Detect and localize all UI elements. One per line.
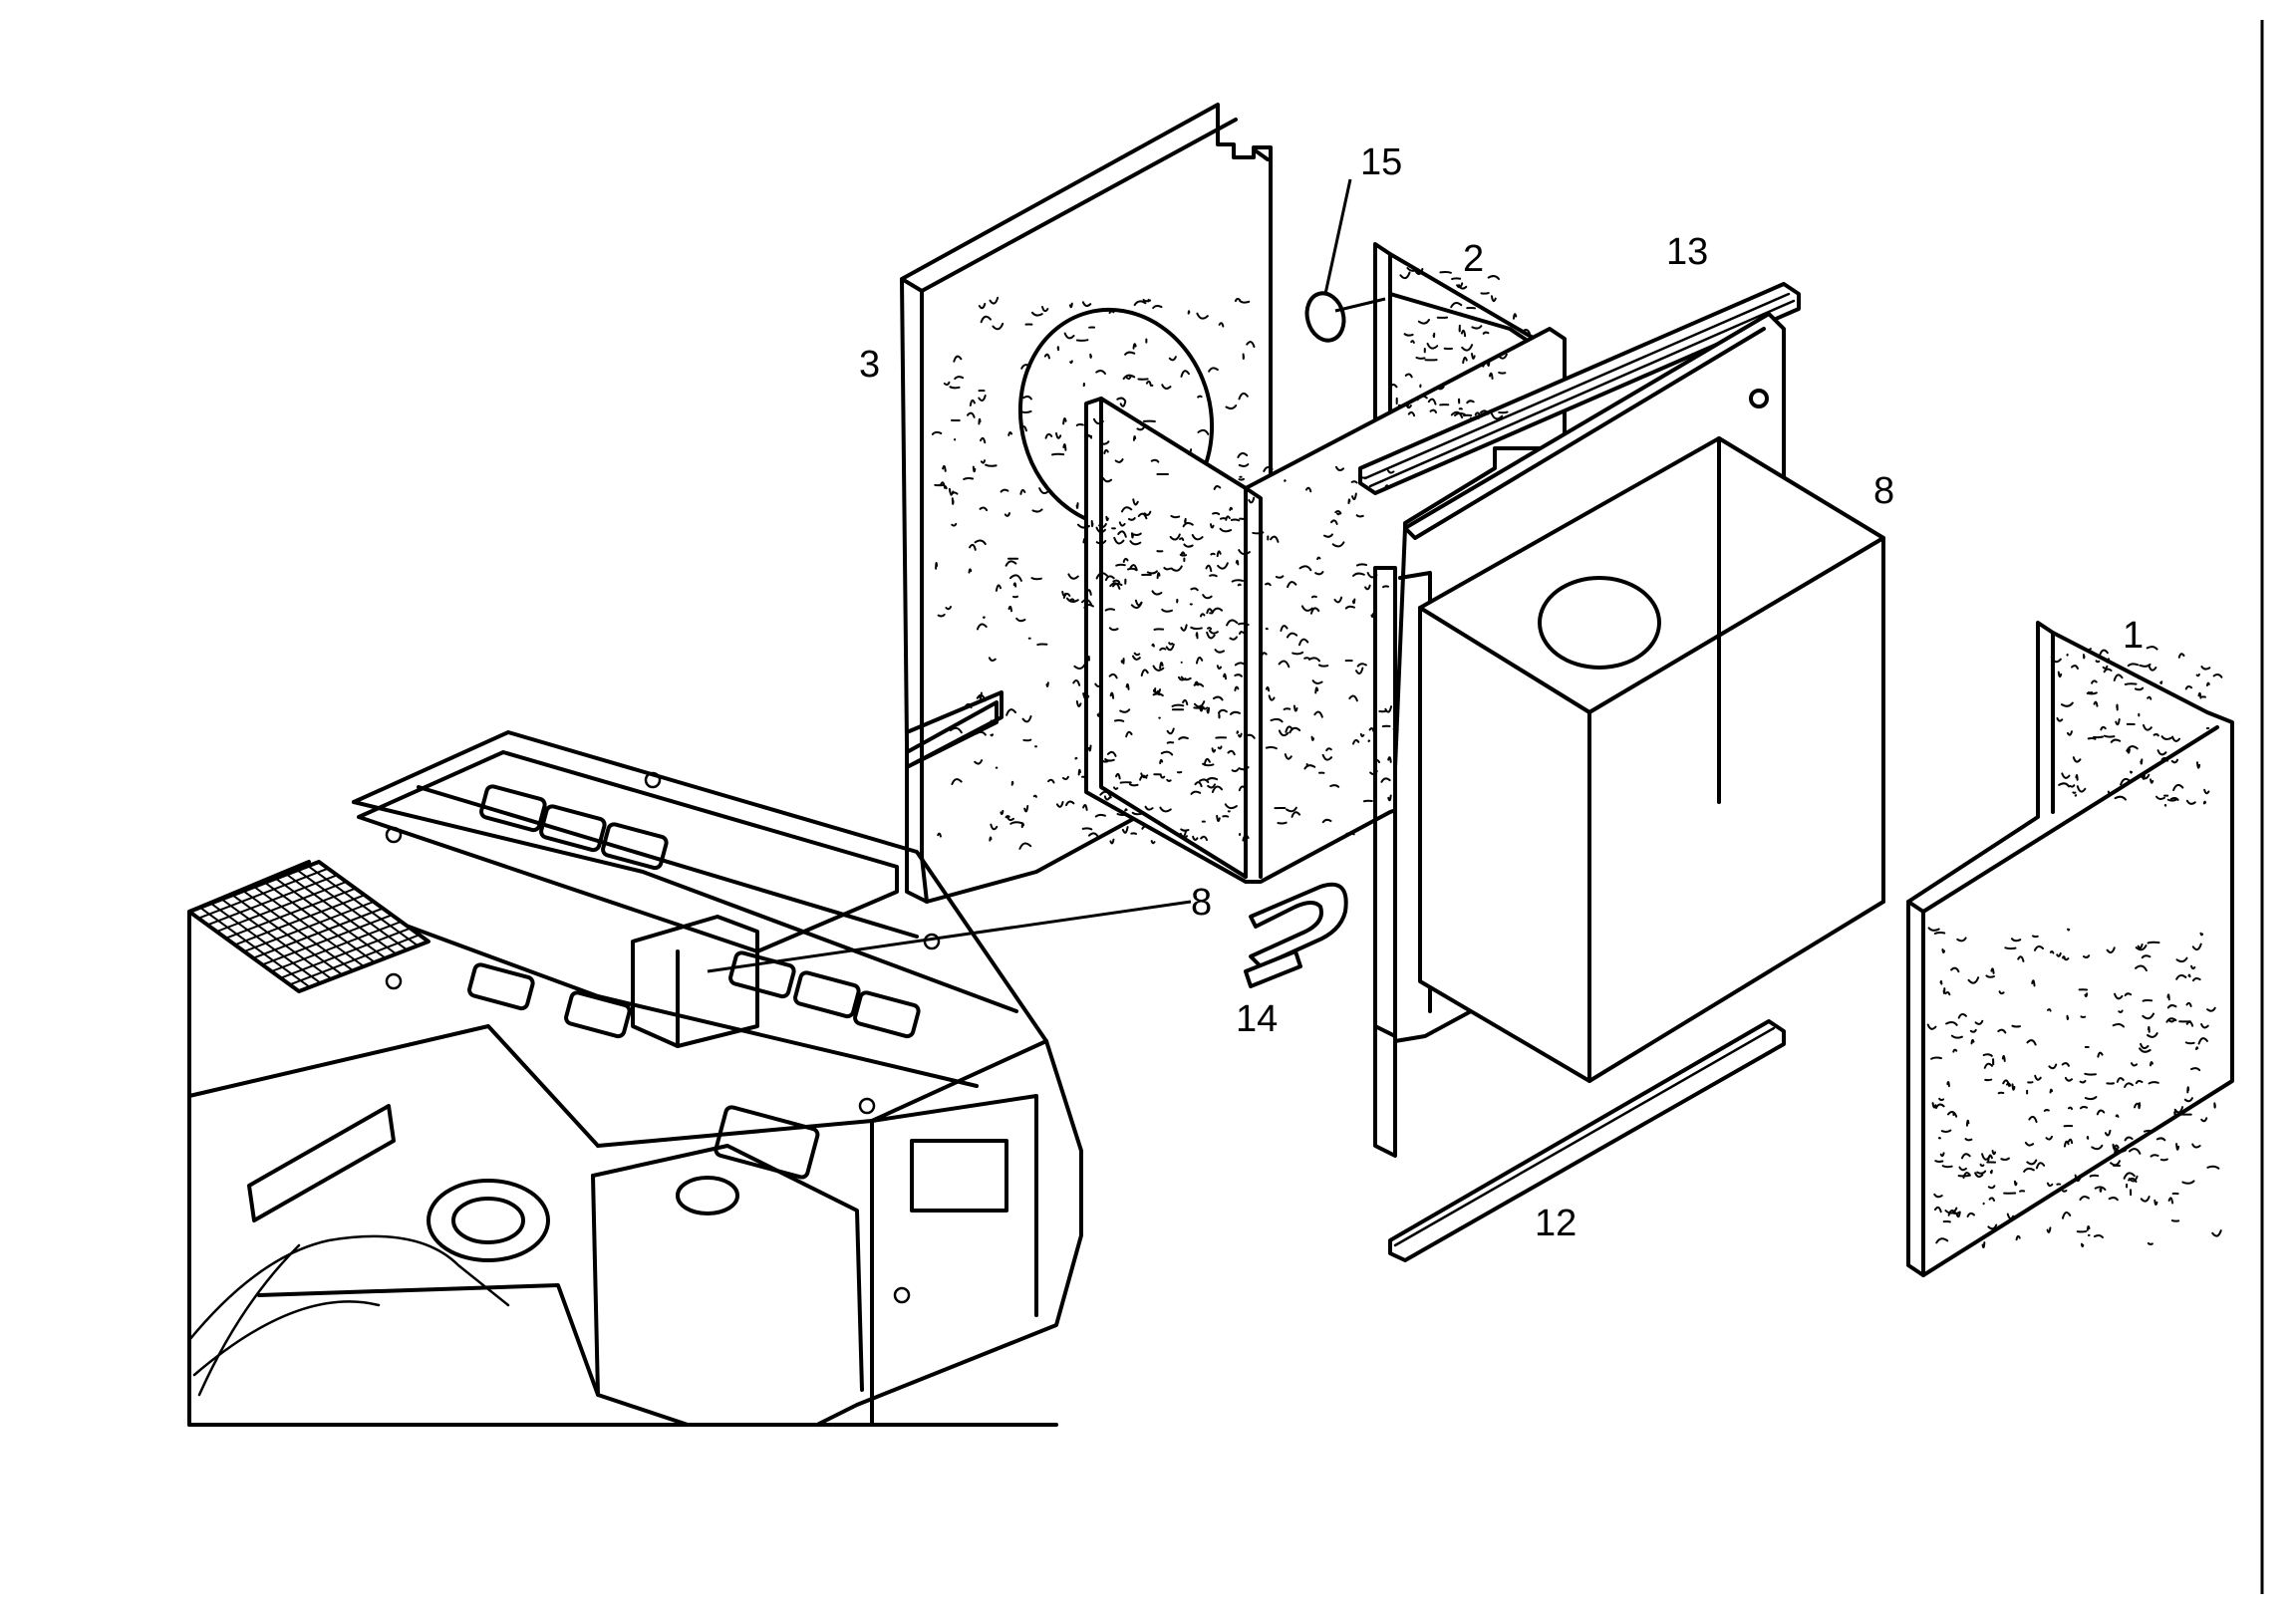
part-1-foam-panel	[1906, 621, 2234, 1277]
part-15-plug	[1304, 291, 1346, 343]
mesh-line	[271, 921, 402, 972]
part-12-seal-strip	[1388, 1019, 1786, 1262]
callout-8-machine: 8	[1191, 882, 1212, 924]
mesh-line	[275, 877, 387, 959]
foam-speckles	[2050, 646, 2223, 807]
foam-speckles	[1095, 506, 1250, 845]
callout-13: 13	[1666, 231, 1708, 273]
callout-14: 14	[1236, 998, 1278, 1040]
mesh-line	[285, 873, 398, 955]
foam-speckles	[1388, 266, 1531, 420]
callout-15: 15	[1360, 141, 1402, 183]
callout-8-box: 8	[1873, 470, 1894, 512]
part-14-clip	[1244, 882, 1348, 988]
foam-speckles	[1261, 465, 1399, 836]
side-vent	[910, 1139, 1008, 1213]
mesh-grille	[187, 860, 430, 993]
mesh-line	[289, 934, 421, 986]
mesh-line	[264, 882, 376, 963]
mesh-line	[243, 901, 375, 952]
callout-1: 1	[2123, 615, 2144, 657]
callout-labels: 15 2 13 3 8 1 8 14 12	[859, 141, 2144, 1244]
callout-2: 2	[1463, 238, 1484, 280]
part-8-box-insulation	[1418, 436, 1885, 1083]
installed-part-8	[631, 915, 759, 1048]
lower-vent	[247, 1104, 396, 1222]
mesh-line	[307, 865, 419, 946]
mesh-line	[296, 869, 408, 951]
l-shaped-foam-insulation	[1084, 327, 1567, 884]
mesh-line	[261, 914, 393, 966]
part-13-seal-strip	[1358, 282, 1801, 495]
foam-speckles	[1926, 927, 2222, 1248]
top-cover-panel	[357, 750, 921, 1180]
mesh-line	[252, 907, 384, 959]
callout-12: 12	[1535, 1203, 1577, 1244]
foam-speckles	[931, 296, 1265, 850]
filler-ring	[427, 1179, 550, 1262]
tank-cap	[676, 1176, 739, 1215]
mesh-line	[280, 927, 412, 979]
callout-3: 3	[859, 344, 880, 386]
leader-lines	[707, 178, 1386, 973]
machine-body	[187, 730, 1083, 1427]
